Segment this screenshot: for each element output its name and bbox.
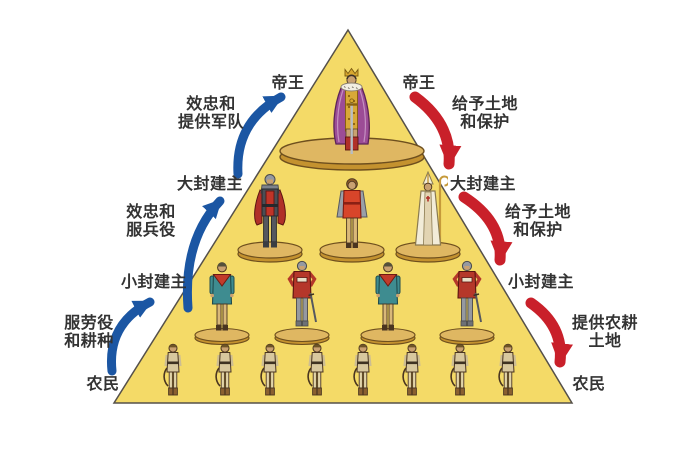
loyalty-arrow-up-3 — [106, 297, 155, 376]
grant-arrow-down-2 — [458, 191, 513, 266]
label-left-duty-to-lesser-lord: 服劳役 和耕种 — [64, 314, 114, 350]
grant-arrow-down-1 — [409, 91, 462, 170]
label-right-rank-lesser-lord: 小封建主 — [507, 273, 575, 291]
grant-arrow-down-3 — [525, 297, 573, 368]
label-left-rank-emperor: 帝王 — [271, 74, 305, 92]
loyalty-arrow-up-1 — [233, 92, 286, 179]
label-right-rank-great-lord: 大封建主 — [449, 175, 517, 193]
great-lord-platforms — [237, 241, 461, 263]
label-right-rank-emperor: 帝王 — [402, 74, 436, 92]
label-right-grant-to-great-lord: 给予土地 和保护 — [451, 95, 519, 131]
label-right-grant-to-peasant: 提供农耕 土地 — [571, 314, 639, 350]
label-left-rank-great-lord: 大封建主 — [176, 175, 244, 193]
loyalty-arrow-up-2 — [182, 196, 225, 313]
label-right-rank-peasant: 农民 — [572, 375, 606, 393]
label-right-grant-to-lesser-lord: 给予土地 和保护 — [504, 203, 572, 239]
lesser-lord-platforms — [194, 327, 495, 346]
label-left-duty-to-emperor: 效忠和 提供军队 — [177, 95, 245, 131]
label-left-rank-peasant: 农民 — [86, 375, 120, 393]
label-left-duty-to-great-lord: 效忠和 服兵役 — [126, 203, 176, 239]
label-left-rank-lesser-lord: 小封建主 — [120, 273, 188, 291]
